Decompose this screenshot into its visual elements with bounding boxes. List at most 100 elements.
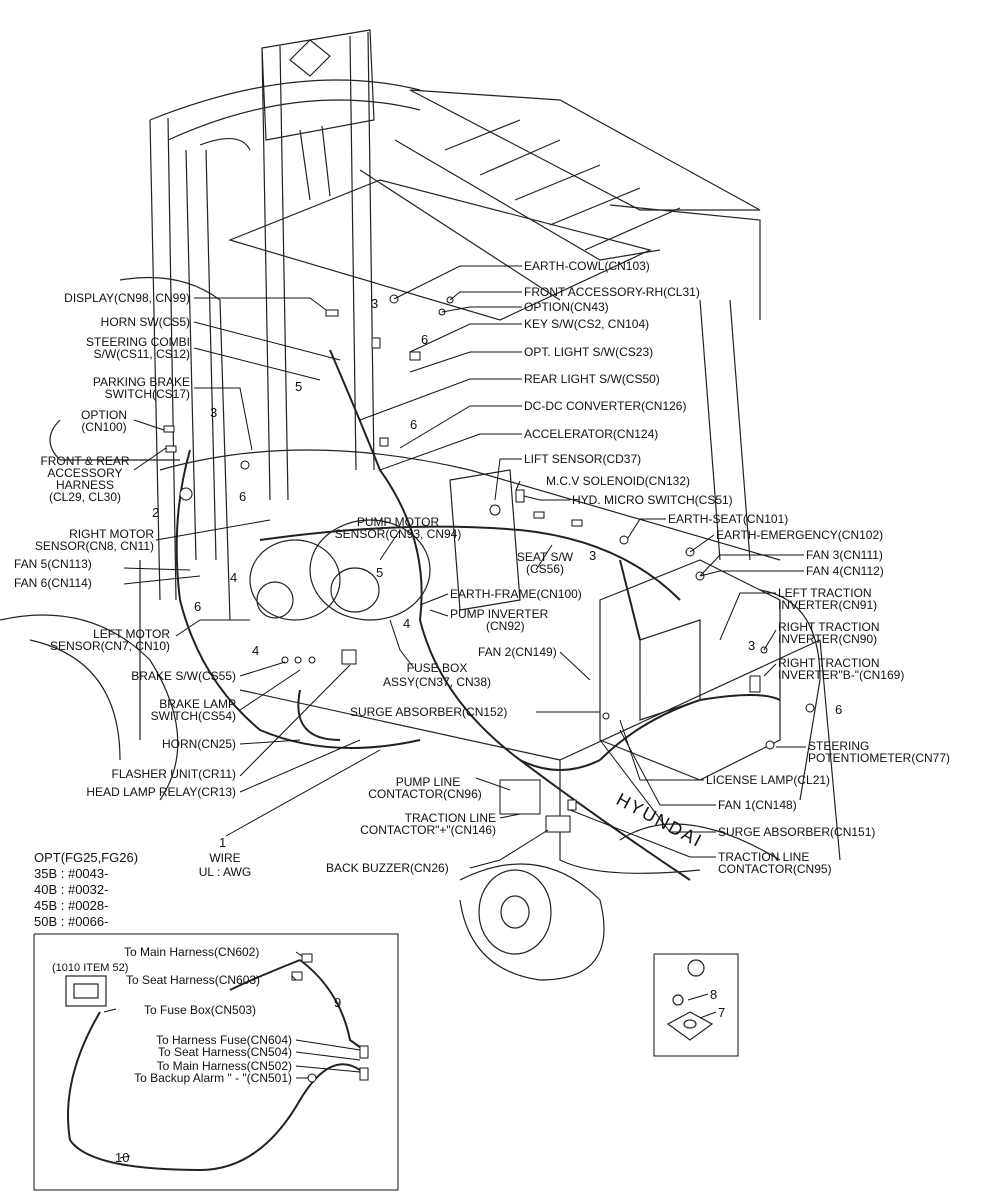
inset-label-seat-harness-cn504: To Seat Harness(CN504): [157, 1045, 292, 1059]
label-option-1: OPTION: [80, 408, 127, 422]
label-accessory-harness-4: (CL29, CL30): [48, 490, 122, 504]
label-fan-3: FAN 3(CN111): [806, 548, 883, 562]
label-license-lamp: LICENSE LAMP(CL21): [706, 773, 831, 787]
label-parking-brake-2: SWITCH(CS17): [104, 387, 190, 401]
item-number: 7: [718, 1005, 726, 1020]
label-accessory-harness-3: HARNESS: [55, 478, 114, 492]
option-line: 40B : #0032-: [34, 882, 109, 897]
item-number: 4: [252, 643, 260, 658]
wire-item-number: 1: [219, 835, 227, 850]
label-left-motor-2: SENSOR(CN7, CN10): [49, 639, 170, 653]
label-horn: HORN(CN25): [161, 737, 236, 751]
item-number: 4: [403, 616, 411, 631]
label-right-traction-b-2: INVERTER"B-"(CN169): [778, 668, 905, 682]
item-number: 10: [115, 1150, 130, 1165]
label-pump-motor-2: SENSOR(CN93, CN94): [334, 527, 462, 541]
inset-label-item-ref: (1010 ITEM 52): [52, 962, 129, 974]
label-earth-cowl: EARTH-COWL(CN103): [524, 259, 650, 273]
option-line: 45B : #0028-: [34, 898, 109, 913]
option-line: 50B : #0066-: [34, 914, 109, 929]
label-fuse-box-1: FUSE BOX: [406, 661, 468, 675]
option-title: OPT(FG25,FG26): [34, 850, 139, 865]
label-traction-line-contactor: CONTACTOR(CN95): [718, 862, 832, 876]
inset-label-fuse-box-cn503: To Fuse Box(CN503): [144, 1003, 257, 1017]
wiring-harness: [175, 349, 781, 881]
label-head-lamp-relay: HEAD LAMP RELAY(CR13): [86, 785, 236, 799]
label-traction-line-1: TRACTION LINE: [718, 850, 810, 864]
label-accessory-harness-1: FRONT & REAR: [40, 454, 130, 468]
label-traction-line-plus-2: CONTACTOR"+"(CN146): [360, 823, 496, 837]
inset-label-main-harness-cn502: To Main Harness(CN502): [156, 1059, 292, 1073]
label-dc-dc-converter: DC-DC CONVERTER(CN126): [524, 399, 687, 413]
label-pump-line-1: PUMP LINE: [395, 775, 461, 789]
label-lift-sensor: LIFT SENSOR(CD37): [524, 452, 642, 466]
item-number: 3: [589, 548, 597, 563]
inset-label-seat-harness-cn603: To Seat Harness(CN603): [126, 973, 261, 987]
item-number: 5: [376, 565, 384, 580]
label-steering-potentiometer: POTENTIOMETER(CN77): [808, 751, 951, 765]
label-right-traction-b-1: RIGHT TRACTION: [778, 656, 880, 670]
label-rear-light-switch: REAR LIGHT S/W(CS50): [524, 372, 660, 386]
label-steering-1: STEERING: [808, 739, 870, 753]
label-brake-switch: BRAKE S/W(CS55): [131, 669, 236, 683]
overhead-guard: [228, 89, 761, 561]
item-number: 6: [410, 417, 418, 432]
inset-label-backup-alarm-cn501: To Backup Alarm " - "(CN501): [134, 1071, 292, 1085]
label-traction-line-plus-1: TRACTION LINE: [404, 811, 496, 825]
clip-detail-box: [653, 953, 739, 1057]
label-pump-line-2: CONTACTOR(CN96): [368, 787, 482, 801]
item-number: 8: [710, 987, 718, 1002]
label-option-cn43: OPTION(CN43): [524, 300, 609, 314]
inset-label-main-harness-cn602: To Main Harness(CN602): [124, 945, 260, 959]
label-option-2: (CN100): [81, 420, 127, 434]
label-pump-inverter-2: (CN92): [486, 619, 525, 633]
label-seat-switch-1: SEAT S/W: [516, 550, 574, 564]
item-number: 3: [210, 405, 218, 420]
item-number: 9: [334, 995, 342, 1010]
item-number: 6: [421, 332, 429, 347]
label-fan-2: FAN 2(CN149): [478, 645, 557, 659]
wire-spec: UL : AWG: [198, 865, 252, 879]
mast-structure: [149, 29, 421, 601]
label-front-accessory-rh: FRONT ACCESSORY-RH(CL31): [524, 285, 700, 299]
label-parking-brake-1: PARKING BRAKE: [92, 375, 190, 389]
label-fuse-box-2: ASSY(CN37, CN38): [382, 675, 492, 689]
label-left-motor-1: LEFT MOTOR: [93, 627, 170, 641]
label-pump-motor-1: PUMP MOTOR: [356, 515, 440, 529]
label-steering-combi-1: STEERING COMBI: [85, 335, 190, 349]
body-outline: [0, 276, 841, 981]
label-fan-5: FAN 5(CN113): [14, 557, 92, 571]
item-number: 5: [295, 379, 303, 394]
label-accessory-harness-2: ACCESSORY: [47, 466, 123, 480]
label-flasher-unit: FLASHER UNIT(CR11): [111, 767, 236, 781]
inset-label-harness-fuse-cn604: To Harness Fuse(CN604): [155, 1033, 292, 1047]
label-left-traction-2: INVERTER(CN91): [778, 598, 878, 612]
label-right-motor-1: RIGHT MOTOR: [69, 527, 154, 541]
label-left-traction-1: LEFT TRACTION: [778, 586, 872, 600]
item-number: 6: [194, 599, 202, 614]
label-steering-combi-2: S/W(CS11, CS12): [93, 347, 190, 361]
label-earth-frame: EARTH-FRAME(CN100): [450, 587, 582, 601]
item-number: 2: [152, 505, 160, 520]
label-brake-lamp-1: BRAKE LAMP: [159, 697, 236, 711]
label-display: DISPLAY(CN98, CN99): [64, 291, 190, 305]
label-accelerator: ACCELERATOR(CN124): [524, 427, 659, 441]
item-number: 3: [748, 638, 756, 653]
label-right-traction-1: RIGHT TRACTION: [778, 620, 880, 634]
label-pump-inverter-1: PUMP INVERTER: [450, 607, 549, 621]
item-number: 4: [230, 570, 238, 585]
label-seat-switch-2: (CS56): [525, 562, 564, 576]
item-number: 6: [239, 489, 247, 504]
label-fan-4: FAN 4(CN112): [806, 564, 884, 578]
option-line: 35B : #0043-: [34, 866, 109, 881]
label-opt-light-switch: OPT. LIGHT S/W(CS23): [524, 345, 654, 359]
leader-lines: [123, 265, 806, 869]
wire-label: WIRE: [209, 851, 241, 865]
label-earth-seat: EARTH-SEAT(CN101): [668, 512, 789, 526]
label-hyd-micro-switch: HYD. MICRO SWITCH(CS51): [572, 493, 733, 507]
connector-markers: [163, 294, 815, 833]
item-number: 3: [371, 296, 379, 311]
label-fan-1: FAN 1(CN148): [718, 798, 797, 812]
